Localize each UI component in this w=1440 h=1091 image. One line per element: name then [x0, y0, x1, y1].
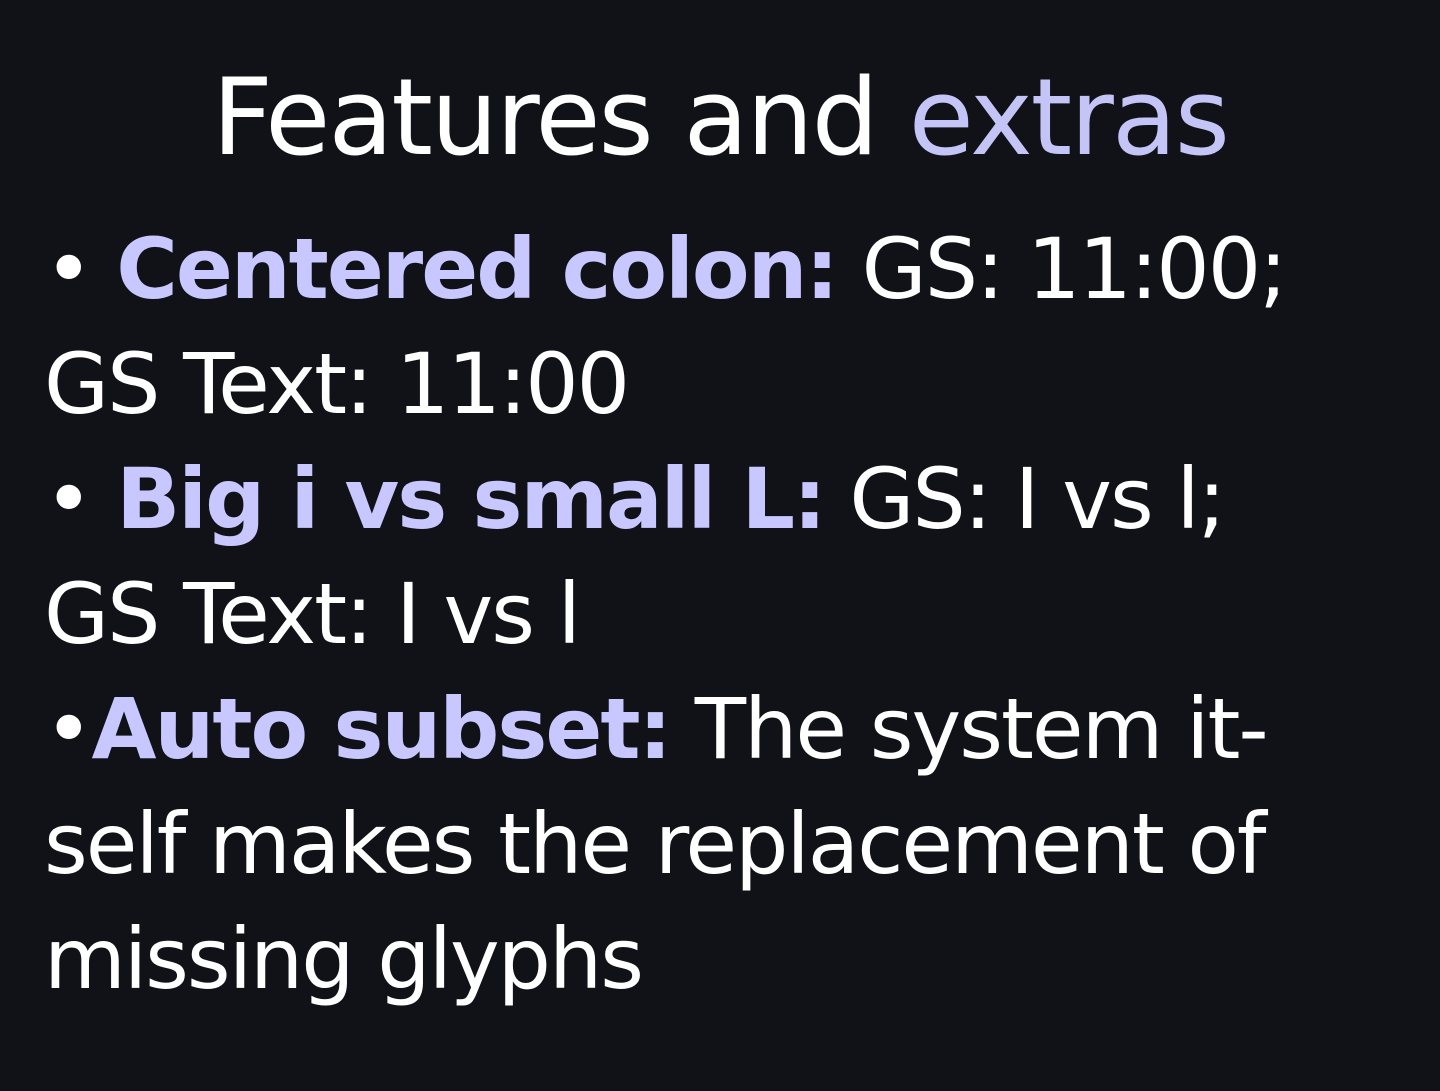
bullet-dot-1: •	[44, 220, 117, 318]
bullet-dot-3: •	[44, 680, 94, 778]
list-item-3-line-1: •Auto subset: The system it-	[44, 672, 1424, 787]
title-accent: extras	[908, 56, 1230, 179]
item-text-auto-subset-1: The system it-	[670, 680, 1269, 778]
item-label-centered-colon: Centered colon:	[116, 220, 839, 318]
feature-list: • Centered colon: GS: 11:00; GS Text: 11…	[44, 212, 1424, 1017]
item-text-auto-subset-2: self makes the replacement of	[44, 795, 1266, 893]
title-main: Features and	[211, 56, 879, 179]
item-label-auto-subset: Auto subset:	[91, 680, 673, 778]
slide-title: Features and extras	[0, 48, 1440, 188]
item-text-auto-subset-3: missing glyphs	[44, 910, 644, 1008]
list-item-2-line-1: • Big i vs small L: GS: I vs l;	[44, 442, 1424, 557]
item-text-big-i-small-l-2: GS Text: I vs l	[44, 565, 581, 663]
list-item-1-line-1: • Centered colon: GS: 11:00;	[44, 212, 1424, 327]
item-label-big-i-small-l: Big i vs small L:	[116, 450, 826, 548]
item-text-centered-colon-2: GS Text: 11:00	[44, 335, 630, 433]
item-text-centered-colon-1: GS: 11:00;	[836, 220, 1288, 318]
item-text-big-i-small-l-1: GS: I vs l;	[824, 450, 1226, 548]
bullet-dot-2: •	[44, 450, 117, 548]
